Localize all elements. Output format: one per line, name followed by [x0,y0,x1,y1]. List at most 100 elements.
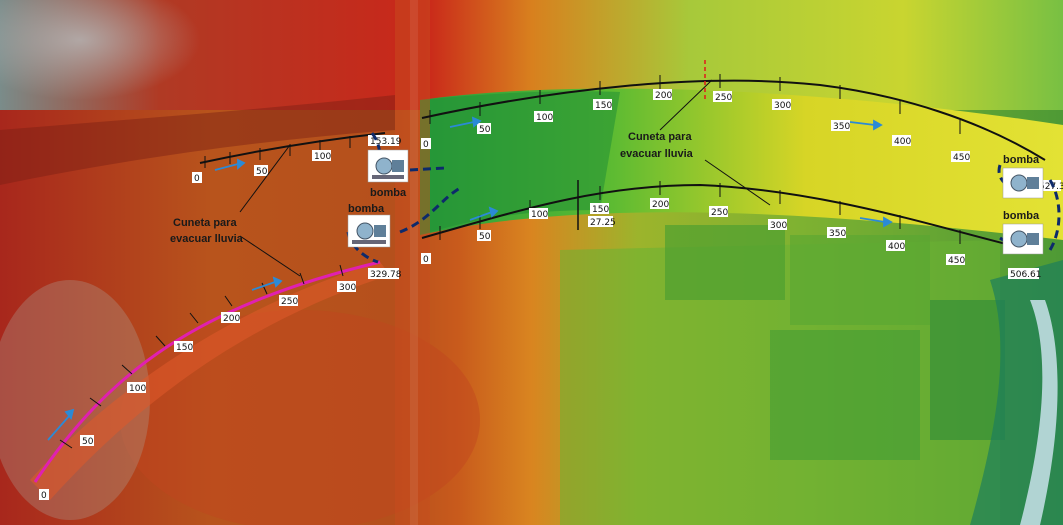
station-label: 527.3 [1038,180,1063,192]
alignment-left-south: 0 50 100 150 200 250 300 329.78 [33,260,402,501]
svg-text:100: 100 [536,113,553,123]
station-label: 50 [254,165,268,177]
svg-text:250: 250 [281,297,298,307]
svg-text:150: 150 [595,101,612,111]
station-label: 50 [477,123,491,135]
svg-text:150: 150 [592,205,609,215]
svg-text:50: 50 [479,125,491,135]
alignment-line [33,260,381,483]
annotation-cuneta-left: Cuneta para evacuar lluvia [170,217,244,245]
alignment-right-middle-lower: 27.25 [588,216,616,228]
svg-text:0: 0 [194,174,200,184]
flow-arrow-icon [469,206,499,221]
svg-text:50: 50 [256,167,268,177]
station-label: 250 [713,91,732,103]
field-1 [665,225,785,300]
station-label: 329.78 [368,268,402,280]
station-label: 150 [590,203,609,215]
terrain-grey-left [0,280,150,520]
station-label: 27.25 [588,216,616,228]
svg-text:350: 350 [833,122,850,132]
svg-text:100: 100 [314,152,331,162]
station-label: 100 [127,382,146,394]
station-label: 250 [279,295,298,307]
svg-text:527.3: 527.3 [1039,182,1063,192]
svg-text:50: 50 [82,437,94,447]
alignment-right-north: 0 50 100 150 200 250 300 350 400 450 527… [421,60,1063,192]
svg-text:100: 100 [129,384,146,394]
svg-text:400: 400 [888,242,905,252]
station-label: 50 [477,230,491,242]
svg-text:153.19: 153.19 [370,137,402,147]
alignment-line [421,79,1046,161]
pipe-5 [1048,179,1061,251]
svg-text:450: 450 [953,153,970,163]
alignment-line [199,132,386,164]
flow-arrow-icon [859,216,893,228]
terrain-grey-patch [0,0,200,100]
station-label: 300 [772,99,791,111]
annotation-cuneta-right: Cuneta para evacuar lluvia [620,131,694,160]
flow-arrow-icon [214,158,246,171]
pump-icon [367,149,409,183]
field-2 [790,235,930,325]
pump-label: bomba [370,187,407,199]
station-label: 200 [653,89,672,101]
river-water [1020,300,1058,525]
svg-text:300: 300 [339,283,356,293]
svg-text:50: 50 [479,232,491,242]
flow-arrow-icon [251,276,283,291]
svg-text:evacuar lluvia: evacuar lluvia [620,148,694,160]
svg-text:506.61: 506.61 [1010,270,1042,280]
pipe-1 [409,166,446,172]
station-label: 0 [192,172,202,184]
flow-arrows [47,116,893,441]
svg-text:evacuar lluvia: evacuar lluvia [170,233,244,245]
alignment-left-north: 0 50 100 153.19 [192,132,402,184]
svg-text:100: 100 [531,210,548,220]
alignment-line [421,183,1011,246]
flow-arrow-icon [47,408,75,441]
station-label: 200 [221,312,240,324]
station-label: 150 [174,341,193,353]
svg-text:Cuneta para: Cuneta para [628,131,692,143]
pump-label: bomba [1003,154,1040,166]
station-label: 0 [421,253,431,265]
alignment-right-middle: 0 50 100 150 200 250 300 350 400 450 506… [421,180,1042,280]
station-label: 350 [827,227,846,239]
station-label: 153.19 [368,135,402,147]
station-label: 350 [831,120,850,132]
station-label: 100 [534,111,553,123]
svg-text:0: 0 [423,255,429,265]
station-label: 50 [80,435,94,447]
svg-text:450: 450 [948,256,965,266]
terrain-lowland [120,310,480,525]
field-3 [770,330,920,460]
pump-label: bomba [348,203,385,215]
svg-text:300: 300 [774,101,791,111]
station-label: 506.61 [1008,268,1042,280]
station-label: 300 [768,219,787,231]
station-label: 300 [337,281,356,293]
station-label: 400 [886,240,905,252]
svg-text:27.25: 27.25 [590,218,616,228]
svg-text:Cuneta para: Cuneta para [173,217,237,229]
station-label: 0 [421,138,431,150]
pipe-3 [370,132,381,172]
station-label: 400 [892,135,911,147]
svg-text:350: 350 [829,229,846,239]
svg-text:250: 250 [715,93,732,103]
svg-text:0: 0 [423,140,429,150]
station-label: 0 [39,489,49,501]
annotation-leaders [239,79,771,277]
pump-icon [1002,223,1044,255]
svg-text:329.78: 329.78 [370,270,402,280]
svg-text:400: 400 [894,137,911,147]
ridge-shade [0,95,395,185]
svg-text:200: 200 [223,314,240,324]
svg-text:250: 250 [711,208,728,218]
station-label: 450 [946,254,965,266]
svg-text:0: 0 [41,491,47,501]
pump-label: bomba [1003,210,1040,222]
